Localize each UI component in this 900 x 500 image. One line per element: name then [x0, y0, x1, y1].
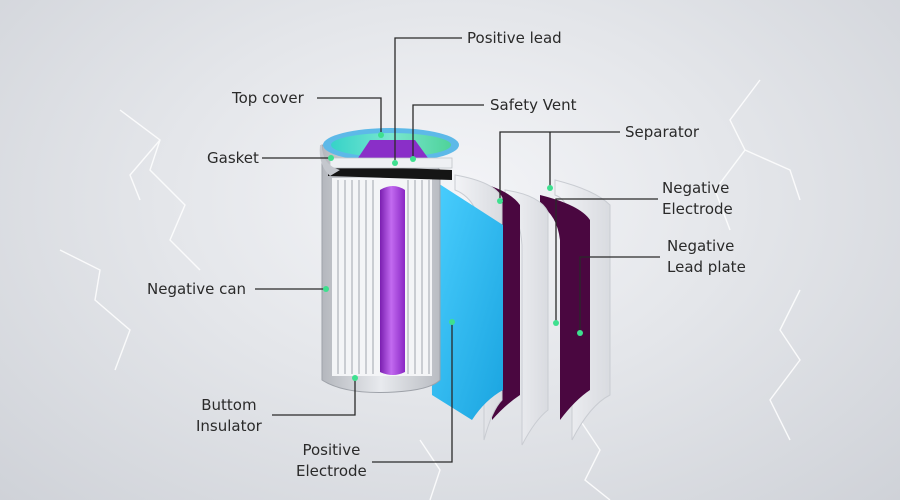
label-safety-vent: Safety Vent — [490, 96, 577, 114]
positive-electrode-shape — [430, 178, 503, 420]
label-separator: Separator — [625, 123, 700, 141]
positive-lead-terminal — [358, 140, 428, 158]
leader-lines — [255, 37, 660, 463]
label-positive-electrode-line2: Electrode — [296, 462, 367, 480]
marker-positive-electrode — [449, 319, 455, 325]
marker-separator-b — [547, 185, 553, 191]
label-bottom-insulator-line1: Buttom — [201, 396, 257, 414]
label-positive-electrode: Positive Electrode — [296, 440, 367, 482]
label-bottom-insulator: Buttom Insulator — [196, 395, 262, 437]
label-negative-can: Negative can — [147, 280, 247, 298]
marker-top-cover — [378, 132, 384, 138]
label-negative-lead-plate: Negative Lead plate — [667, 236, 746, 278]
negative-lead-plate-shape — [540, 195, 590, 420]
marker-bottom-insulator — [352, 375, 358, 381]
cap-plate — [329, 157, 453, 169]
label-positive-lead: Positive lead — [467, 29, 562, 47]
label-negative-electrode-line1: Negative — [662, 179, 730, 197]
can-rim — [319, 145, 340, 176]
marker-separator-a — [497, 198, 503, 204]
label-bottom-insulator-line2: Insulator — [196, 417, 262, 435]
label-gasket: Gasket — [207, 149, 259, 167]
marker-gasket — [328, 155, 334, 161]
electrode-roll — [332, 178, 432, 376]
marker-safety-vent — [410, 156, 416, 162]
label-negative-lead-plate-line2: Lead plate — [667, 258, 746, 276]
marker-negative-can — [323, 286, 329, 292]
label-positive-electrode-line1: Positive — [302, 441, 361, 459]
part-markers — [323, 132, 583, 381]
marker-negative-electrode — [553, 320, 559, 326]
label-top-cover: Top cover — [232, 89, 304, 107]
cap-seal-band — [328, 165, 452, 180]
marker-negative-lead-plate — [577, 330, 583, 336]
lightning-background — [59, 79, 801, 500]
label-negative-electrode-line2: Electrode — [662, 200, 733, 218]
label-negative-electrode: Negative Electrode — [662, 178, 733, 220]
core-rod — [380, 186, 405, 375]
marker-positive-lead — [392, 160, 398, 166]
label-negative-lead-plate-line1: Negative — [667, 237, 735, 255]
